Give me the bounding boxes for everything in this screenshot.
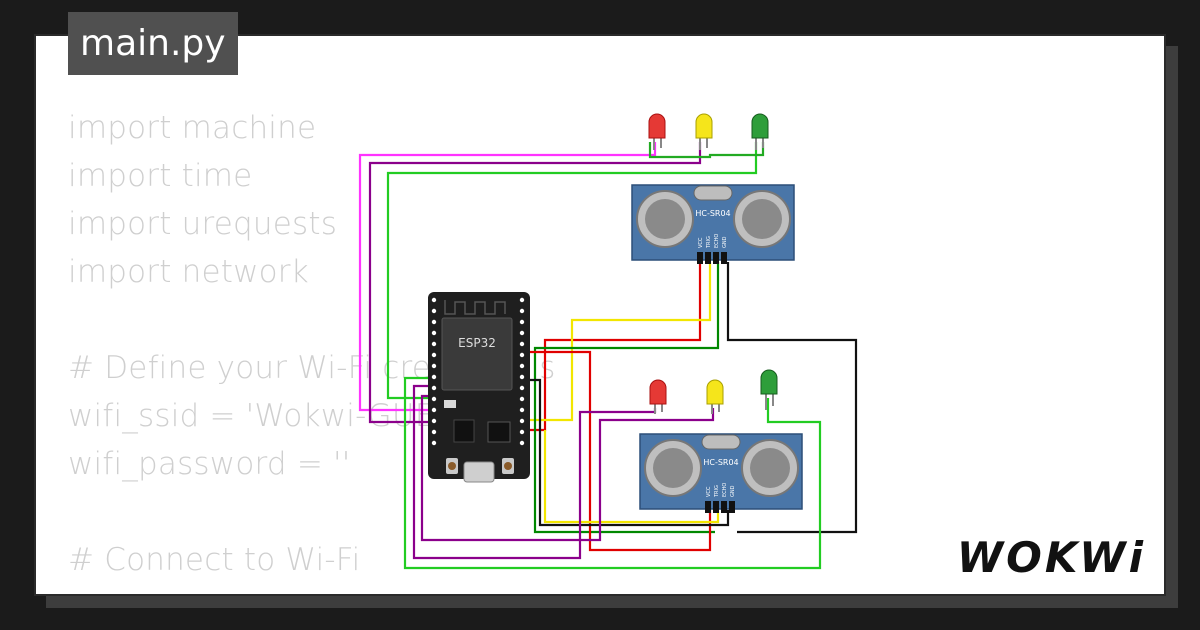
bottom-sensor-pin-vcc: VCC xyxy=(706,486,712,497)
bottom-sensor-label: HC-SR04 xyxy=(703,458,738,467)
code-preview: import machine import time import urequest… xyxy=(68,104,663,594)
wires xyxy=(358,142,858,570)
top-sensor-label: HC-SR04 xyxy=(695,209,730,218)
wire-bottom-green-led xyxy=(403,376,822,570)
code-line: import urequests xyxy=(68,206,338,242)
top-sensor-pin-trig: TRIG xyxy=(706,236,712,249)
wire-top-sensor-gnd xyxy=(726,262,858,534)
esp32-label: ESP32 xyxy=(458,336,496,350)
wire-top-sensor-vcc xyxy=(522,262,702,432)
code-line: import network xyxy=(68,254,309,290)
top-sensor-pin-vcc: VCC xyxy=(698,237,704,248)
bottom-sensor-pin-trig: TRIG xyxy=(714,485,720,498)
code-line: wifi = network.WLAN(network.STA_IF) xyxy=(68,584,663,594)
top-ultrasonic-sensor[interactable]: HC-SR04 VCC TRIG ECHO GND xyxy=(631,184,795,264)
wire-top-led-ground xyxy=(648,142,765,159)
esp32-board[interactable]: ESP32 xyxy=(428,292,530,483)
code-line: wifi_password = '' xyxy=(68,446,351,482)
wire-bottom-sensor-trig xyxy=(543,430,720,524)
wire-top-green-led xyxy=(386,142,758,400)
code-line: # Connect to Wi-Fi xyxy=(68,542,361,578)
bottom-red-led[interactable] xyxy=(649,379,667,414)
top-red-led[interactable] xyxy=(648,113,666,150)
top-sensor-pin-echo: ECHO xyxy=(714,234,720,248)
top-sensor-pin-gnd: GND xyxy=(722,236,728,248)
bottom-yellow-led[interactable] xyxy=(706,379,724,414)
bottom-ultrasonic-sensor[interactable]: HC-SR04 VCC TRIG ECHO GND xyxy=(639,433,803,513)
wire-top-red-led xyxy=(358,142,657,412)
bottom-sensor-pin-echo: ECHO xyxy=(722,483,728,497)
file-tab-main-py[interactable]: main.py xyxy=(68,12,238,75)
wire-bottom-sensor-gnd xyxy=(522,378,730,527)
wokwi-logo: WOKWi xyxy=(956,533,1146,582)
code-line: import time xyxy=(68,158,253,194)
wire-top-sensor-echo xyxy=(533,262,720,534)
code-line: import machine xyxy=(68,110,317,146)
project-preview-card: import machine import time import urequest… xyxy=(34,34,1166,596)
wire-top-sensor-trig xyxy=(522,262,712,422)
wire-bottom-yellow-led xyxy=(420,394,715,542)
bottom-sensor-pin-gnd: GND xyxy=(730,485,736,497)
top-green-led[interactable] xyxy=(751,113,769,150)
bottom-green-led[interactable] xyxy=(760,369,778,410)
top-yellow-led[interactable] xyxy=(695,113,713,150)
